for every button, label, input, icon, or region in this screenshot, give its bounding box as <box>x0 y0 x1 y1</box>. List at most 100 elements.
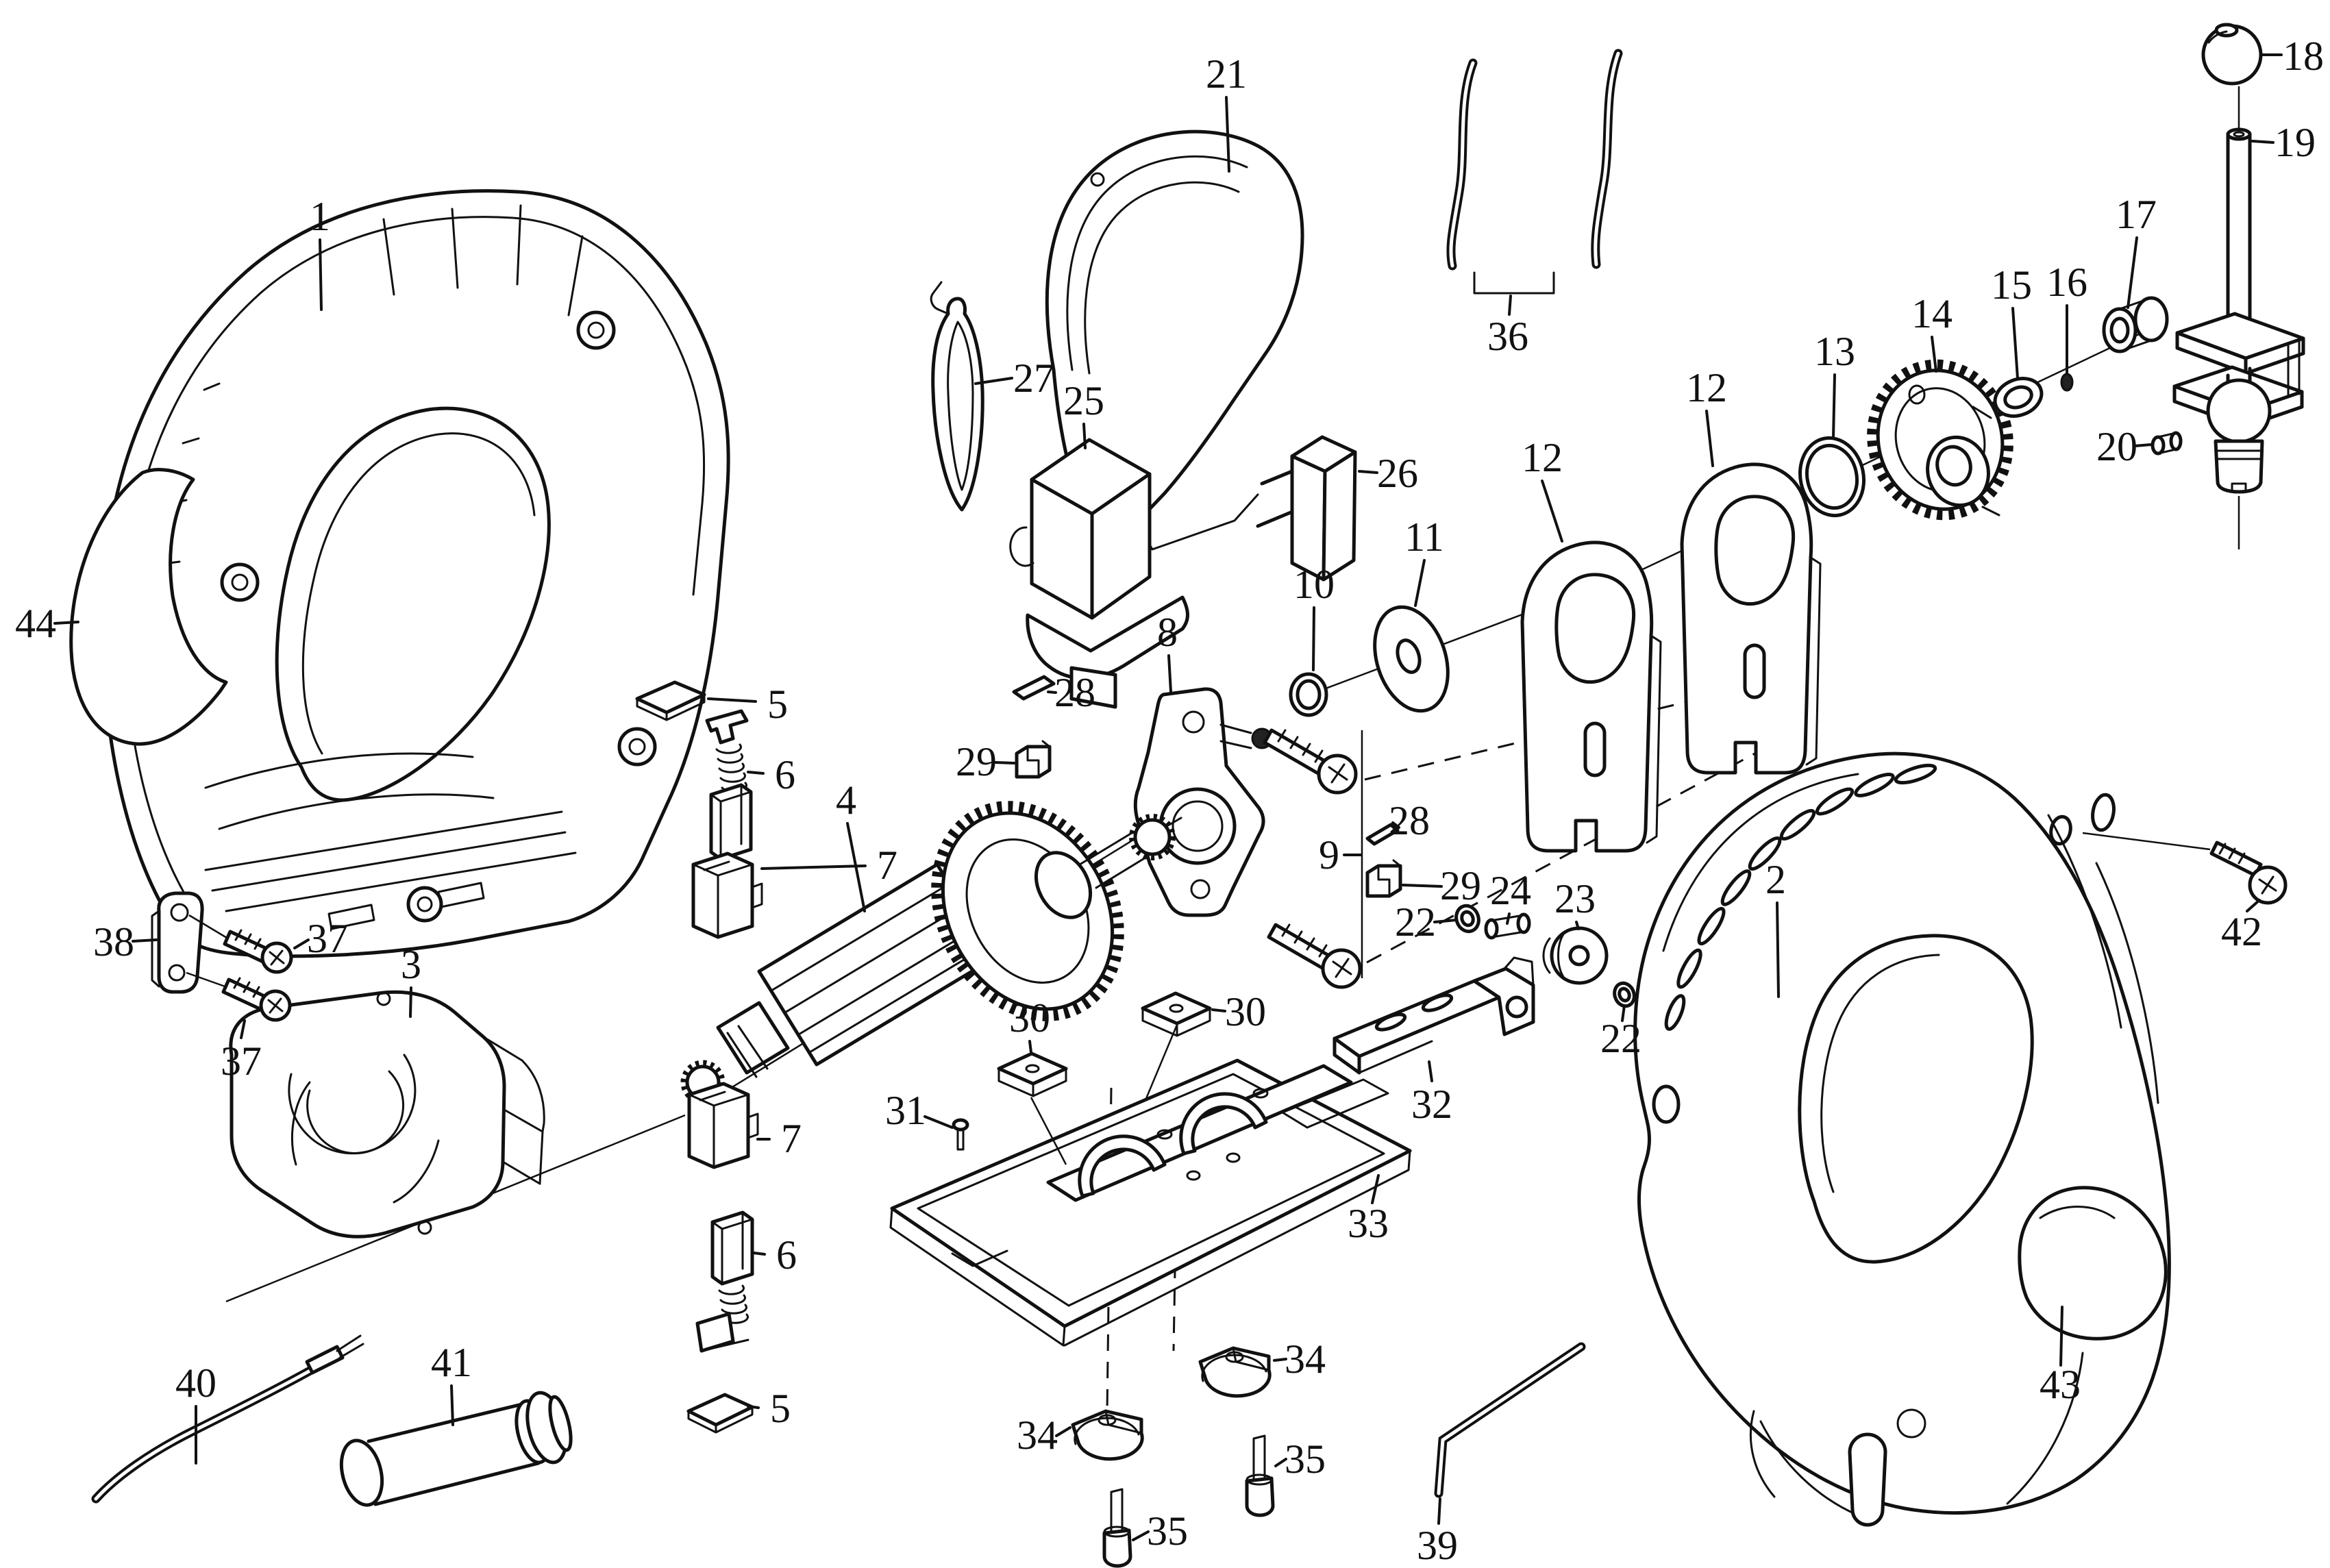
part-15-washer <box>1993 377 2044 418</box>
part-label-13: 13 <box>1814 329 1855 374</box>
part-label-12: 12 <box>1522 435 1563 480</box>
part-18-ball <box>2201 23 2263 86</box>
part-label-37: 37 <box>307 916 348 961</box>
part-label-26: 26 <box>1377 451 1418 496</box>
part-34-clamp-left <box>1071 1409 1144 1461</box>
part-25-switch <box>1009 438 1189 709</box>
leader-line-44 <box>53 621 79 625</box>
part-35-screw-left <box>1102 1488 1132 1568</box>
part-label-39: 39 <box>1417 1523 1458 1568</box>
part-label-43: 43 <box>2040 1362 2081 1407</box>
part-label-42: 42 <box>2221 909 2262 954</box>
leader-line-32 <box>1428 1060 1433 1082</box>
part-label-12: 12 <box>1686 365 1727 410</box>
leader-line-12 <box>1541 480 1563 543</box>
part-label-24: 24 <box>1490 868 1531 913</box>
part-32-roller-lever <box>1333 956 1535 1075</box>
leader-line-24 <box>1506 912 1511 925</box>
leader-line-11 <box>1414 559 1426 607</box>
part-label-37: 37 <box>221 1038 262 1084</box>
part-26-capacitor <box>1256 435 1357 582</box>
leader-line-37 <box>240 1019 246 1039</box>
part-label-33: 33 <box>1348 1201 1389 1246</box>
part-14-gear <box>1867 359 2013 521</box>
leader-line-6 <box>752 1252 766 1256</box>
part-label-15: 15 <box>1991 262 2032 308</box>
part-36-wire-guards <box>1446 49 1623 295</box>
part-23-roller <box>1542 926 1609 985</box>
leader-line-28 <box>1047 690 1057 694</box>
part-label-35: 35 <box>1285 1436 1326 1482</box>
leader-line-26 <box>1358 470 1378 474</box>
part-34-clamp-right <box>1198 1346 1272 1398</box>
part-label-5: 5 <box>770 1386 791 1431</box>
part-10-o-ring <box>1289 672 1328 717</box>
leader-line-22 <box>1433 919 1458 923</box>
part-label-22: 22 <box>1600 1016 1641 1061</box>
part-label-41: 41 <box>431 1340 472 1385</box>
leader-line-35 <box>1274 1458 1287 1467</box>
part-39-hex-key <box>1434 1342 1586 1498</box>
leader-line-25 <box>1082 423 1087 449</box>
leader-line-22 <box>1621 1004 1626 1022</box>
part-label-4: 4 <box>836 777 856 823</box>
part-7-brush-holder-lower <box>687 1082 759 1169</box>
leader-line-6 <box>747 771 765 775</box>
leader-line-8 <box>1167 654 1172 693</box>
part-44-side-cover-left <box>69 467 228 746</box>
part-38-cord-clamp <box>151 891 204 994</box>
part-label-32: 32 <box>1411 1082 1452 1127</box>
part-31-rivet <box>952 1118 969 1151</box>
leader-line-41 <box>450 1384 454 1426</box>
leader-line-15 <box>2011 307 2019 379</box>
part-12-support-plate-front <box>1522 543 1661 851</box>
part-29-clip-lower <box>1365 859 1402 898</box>
part-20-pin <box>2151 431 2183 456</box>
part-28-pin-upper <box>1012 675 1056 701</box>
part-13-ring <box>1798 436 1866 518</box>
part-4-armature <box>680 801 1182 1105</box>
part-label-28: 28 <box>1054 670 1095 715</box>
leader-line-12 <box>1705 410 1714 467</box>
part-29-clip-upper <box>1015 740 1052 779</box>
part-11-washer <box>1373 605 1450 713</box>
part-7-brush-holder-upper <box>691 851 763 939</box>
leader-line-17 <box>2127 236 2138 309</box>
leader-line-34 <box>1055 1426 1071 1437</box>
leader-line-28 <box>1391 821 1400 829</box>
part-label-8: 8 <box>1157 610 1178 655</box>
leader-line-33 <box>1371 1174 1380 1204</box>
part-1-motor-housing-left <box>101 189 730 958</box>
part-label-34: 34 <box>1017 1413 1058 1458</box>
part-40-power-cord <box>91 1334 364 1504</box>
part-28-pin-lower <box>1365 823 1400 846</box>
leader-line-7 <box>760 864 867 870</box>
part-9-screws <box>1263 728 1363 989</box>
part-label-21: 21 <box>1206 51 1247 97</box>
part-8-plunger-bracket <box>1133 687 1273 917</box>
part-label-5: 5 <box>767 682 788 727</box>
part-label-31: 31 <box>885 1088 926 1133</box>
leader-line-5 <box>747 1405 760 1409</box>
leader-line-35 <box>1132 1530 1150 1541</box>
part-label-22: 22 <box>1395 899 1436 945</box>
part-19-plunger-shaft <box>2172 127 2305 494</box>
part-30-pad-right <box>1141 991 1212 1101</box>
leader-line-14 <box>1931 336 1937 373</box>
part-22-washer-right <box>1613 981 1636 1008</box>
callout-leaders <box>53 53 2283 1541</box>
leader-line-39 <box>1437 1497 1441 1525</box>
part-2-motor-housing-right <box>1633 751 2171 1527</box>
part-label-6: 6 <box>776 1232 797 1278</box>
part-24-pin <box>1484 912 1531 940</box>
part-label-6: 6 <box>775 752 795 797</box>
part-5-pad-upper <box>635 680 706 721</box>
leader-line-29 <box>994 761 1015 764</box>
part-label-36: 36 <box>1487 314 1528 359</box>
leader-line-30 <box>1211 1008 1226 1012</box>
part-30-pad-left <box>997 1051 1068 1165</box>
part-17-bushing <box>2102 296 2169 353</box>
